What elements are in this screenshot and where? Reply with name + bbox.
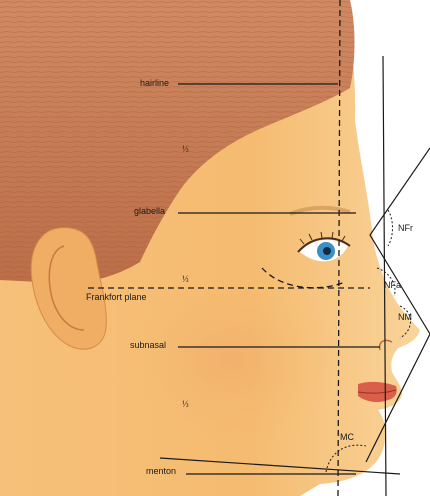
subnasal-label: subnasal bbox=[130, 340, 166, 350]
eye-pupil bbox=[323, 247, 331, 255]
upper-third-label: ⅓ bbox=[182, 144, 189, 154]
nfa-label: NFa bbox=[384, 280, 401, 290]
middle-third-label: ⅓ bbox=[182, 274, 189, 284]
glabella-label: glabella bbox=[134, 206, 165, 216]
frankfort-plane-label: Frankfort plane bbox=[86, 292, 147, 302]
lower-third-label: ⅓ bbox=[182, 399, 189, 409]
hairline-label: hairline bbox=[140, 78, 169, 88]
cheek-shading bbox=[120, 270, 340, 450]
mc-label: MC bbox=[340, 432, 354, 442]
nm-label: NM bbox=[398, 312, 412, 322]
menton-label: menton bbox=[146, 466, 176, 476]
nfr-label: NFr bbox=[398, 223, 413, 233]
